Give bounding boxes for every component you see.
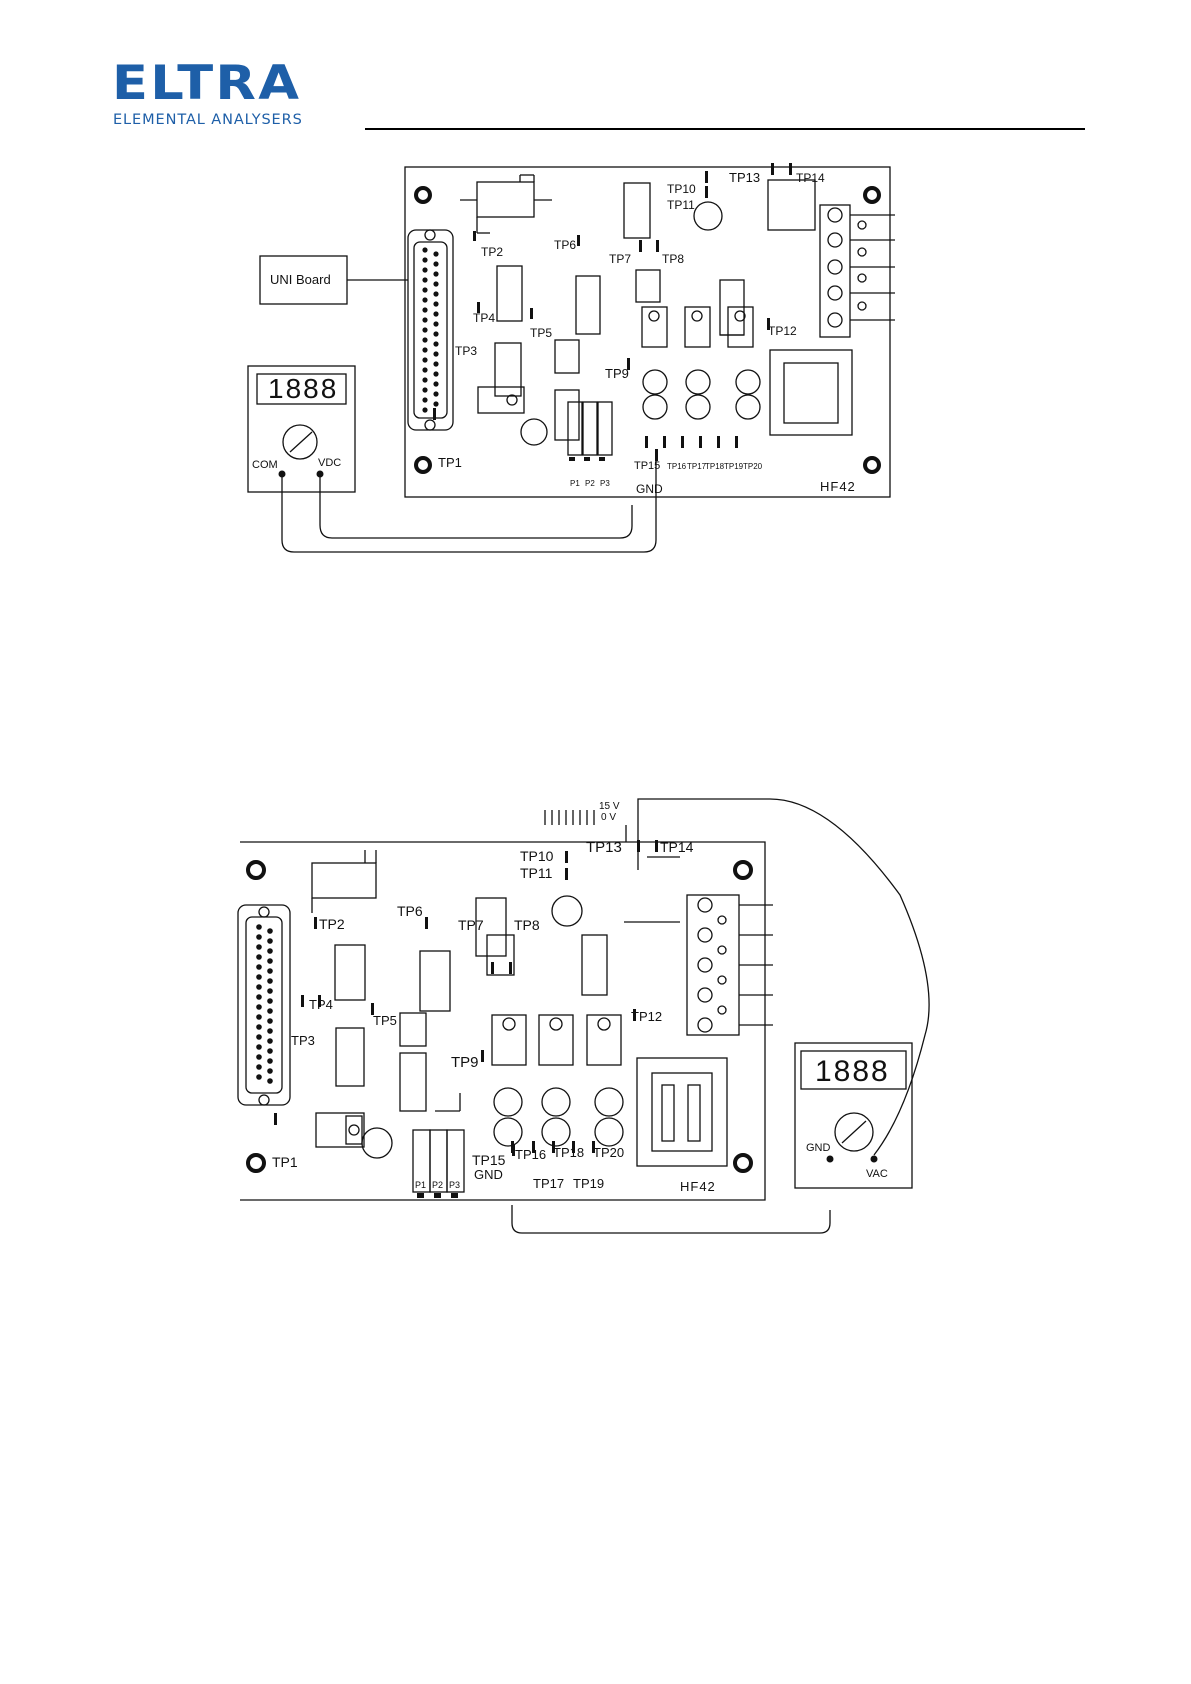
fuse-p1-label: P1 — [415, 1180, 426, 1190]
mounting-hole — [735, 1155, 751, 1171]
eltra-logo: ELTRA ELEMENTAL ANALYSERS — [112, 60, 312, 130]
tp6-label: TP6 — [554, 238, 576, 252]
meter-gnd-label: GND — [806, 1142, 831, 1154]
tp20-label: TP20 — [743, 462, 763, 471]
tp7-label: TP7 — [458, 917, 484, 933]
dsub-pin-grid — [422, 247, 438, 412]
hf42-dc-measurement-diagram: UNI Board 1888 COM VDC HF42 GND TP1 TP2 … — [0, 160, 1191, 560]
tp15-label: TP15 — [634, 460, 660, 472]
test-lead-gnd — [512, 1205, 830, 1233]
mounting-hole — [865, 458, 879, 472]
mounting-hole — [248, 862, 264, 878]
capacitor — [694, 202, 722, 230]
tp17-label: TP17 — [533, 1176, 564, 1191]
tp18-label: TP18 — [705, 462, 725, 471]
board-name: HF42 — [680, 1179, 716, 1194]
terminal-block — [820, 205, 850, 337]
tp7-label: TP7 — [609, 252, 631, 266]
meter-vdc-label: VDC — [318, 457, 341, 469]
tp12-label: TP12 — [631, 1009, 662, 1024]
tp14-label: TP14 — [660, 839, 694, 855]
pcb-outline — [240, 842, 765, 1200]
logo-wordmark: ELTRA — [112, 60, 301, 107]
mounting-hole — [735, 862, 751, 878]
tp1-label: TP1 — [272, 1154, 298, 1170]
tp3-label: TP3 — [455, 344, 477, 358]
fuse-p2-label: P2 — [585, 479, 595, 488]
tp5-label: TP5 — [530, 326, 552, 340]
tp2-label: TP2 — [319, 916, 345, 932]
tp17-label: TP17 — [687, 462, 707, 471]
mounting-hole — [865, 188, 879, 202]
meter-display: 1888 — [268, 373, 338, 404]
tp4-label: TP4 — [473, 311, 495, 325]
tp9-label: TP9 — [605, 366, 629, 381]
mounting-hole — [416, 188, 430, 202]
fuse-p1-label: P1 — [570, 479, 580, 488]
tp6-label: TP6 — [397, 903, 423, 919]
tp8-label: TP8 — [514, 917, 540, 933]
dsub-connector — [408, 230, 453, 430]
hf-transformer — [637, 1058, 727, 1166]
meter-dial — [283, 425, 317, 459]
board-name: HF42 — [820, 479, 856, 494]
tp9-label: TP9 — [451, 1054, 479, 1071]
uni-board-label: UNI Board — [270, 272, 331, 287]
terminal-block — [687, 895, 739, 1035]
meter-vac-label: VAC — [866, 1168, 888, 1180]
mounting-hole — [416, 458, 430, 472]
fuse-p3-label: P3 — [600, 479, 610, 488]
tp13-label: TP13 — [729, 170, 760, 185]
tp12-label: TP12 — [768, 324, 797, 338]
capacitor — [552, 896, 582, 926]
tp2-label: TP2 — [481, 245, 503, 259]
meter-com-label: COM — [252, 459, 278, 471]
logo-tagline: ELEMENTAL ANALYSERS — [113, 112, 303, 128]
tp5-label: TP5 — [373, 1013, 397, 1028]
tp10-label: TP10 — [667, 182, 696, 196]
fuse-p3-label: P3 — [449, 1180, 460, 1190]
tp10-label: TP10 — [520, 848, 554, 864]
tp1-label: TP1 — [438, 455, 462, 470]
tp11-label: TP11 — [667, 198, 695, 212]
tp19-label: TP19 — [724, 462, 744, 471]
tp13-label: TP13 — [586, 839, 622, 856]
tp15-label: TP15 — [472, 1152, 506, 1168]
dsub-pin-grid — [256, 924, 273, 1084]
supply-15v-label: 15 V — [599, 801, 620, 812]
tp8-label: TP8 — [662, 252, 684, 266]
mounting-hole — [248, 1155, 264, 1171]
tp11-label: TP11 — [520, 865, 553, 881]
tp16-label: TP16 — [515, 1147, 546, 1162]
tp4-label: TP4 — [309, 997, 333, 1012]
header-rule — [365, 128, 1085, 130]
tp18-label: TP18 — [553, 1145, 584, 1160]
hf42-ac-measurement-diagram: 15 V 0 V 1888 GND VAC HF42 GND TP1 TP2 T… — [0, 795, 1191, 1240]
meter-display: 1888 — [815, 1055, 890, 1088]
tp16-label: TP16 — [667, 462, 687, 471]
gnd-label: GND — [636, 482, 663, 496]
tp20-label: TP20 — [593, 1145, 624, 1160]
supply-0v-label: 0 V — [601, 812, 616, 823]
fuse-p2-label: P2 — [432, 1180, 443, 1190]
tp3-label: TP3 — [291, 1033, 315, 1048]
gnd-label: GND — [474, 1167, 503, 1182]
tp14-label: TP14 — [796, 171, 825, 185]
tp19-label: TP19 — [573, 1176, 604, 1191]
